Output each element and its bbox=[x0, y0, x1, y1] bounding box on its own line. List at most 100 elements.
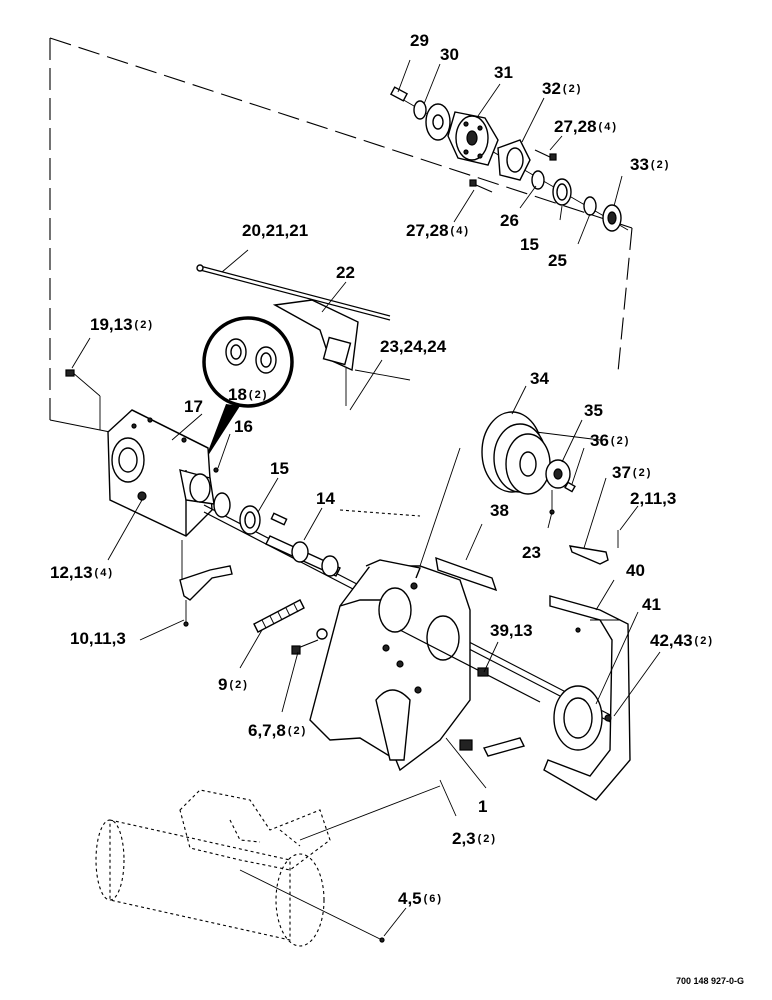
coupling-assembly bbox=[389, 86, 629, 232]
callout-15-top: 15 bbox=[520, 236, 539, 253]
callout-25: 25 bbox=[548, 252, 567, 269]
leader-lines bbox=[71, 59, 661, 937]
callout-15-top-label: 15 bbox=[520, 235, 539, 254]
reel-tube bbox=[95, 785, 441, 947]
callout-39-13: 39,13 bbox=[490, 622, 533, 639]
callout-18: 18(2) bbox=[228, 386, 268, 403]
callout-41: 41 bbox=[642, 596, 661, 613]
callout-35: 35 bbox=[584, 402, 603, 419]
callout-2-3: 2,3(2) bbox=[452, 830, 497, 847]
callout-19-13-qty: (2) bbox=[134, 319, 154, 331]
callout-42-43: 42,43(2) bbox=[650, 632, 714, 649]
bearing-detail-circle bbox=[202, 316, 294, 462]
callout-10-11-3-label: 10,11,3 bbox=[70, 629, 126, 648]
callout-30-label: 30 bbox=[440, 45, 459, 64]
callout-37-qty: (2) bbox=[632, 467, 653, 479]
callout-14: 14 bbox=[316, 490, 335, 507]
lever-arm bbox=[179, 540, 233, 627]
callout-32-label: 32 bbox=[542, 79, 561, 98]
callout-30: 30 bbox=[440, 46, 459, 63]
callout-20-21-21-label: 20,21,21 bbox=[242, 221, 309, 240]
callout-4-5-qty: (6) bbox=[423, 893, 444, 905]
callout-17: 17 bbox=[184, 398, 203, 415]
main-mounting-plate bbox=[309, 509, 471, 772]
callout-23: 23 bbox=[522, 544, 541, 561]
callout-12-13-label: 12,13 bbox=[50, 563, 93, 582]
callout-33-qty: (2) bbox=[650, 159, 671, 171]
callout-27-28-bottom-qty: (4) bbox=[450, 225, 470, 237]
callout-6-7-8-qty: (2) bbox=[287, 725, 308, 737]
callout-19-13: 19,13(2) bbox=[90, 316, 154, 333]
pulley-and-hub bbox=[419, 411, 576, 567]
callout-2-3-qty: (2) bbox=[477, 833, 498, 845]
callout-37: 37(2) bbox=[612, 464, 652, 481]
callout-27-28-top: 27,28(4) bbox=[554, 118, 618, 135]
callout-39-13-label: 39,13 bbox=[490, 621, 533, 640]
callout-6-7-8: 6,7,8(2) bbox=[248, 722, 307, 739]
callout-23-24-24-label: 23,24,24 bbox=[380, 337, 447, 356]
rod-39 bbox=[399, 629, 541, 703]
callout-36-label: 36 bbox=[590, 431, 609, 450]
callout-38-label: 38 bbox=[490, 501, 509, 520]
callout-20-21-21: 20,21,21 bbox=[242, 222, 308, 239]
callout-2-11-3-label: 2,11,3 bbox=[630, 489, 677, 508]
callout-22-label: 22 bbox=[336, 263, 355, 282]
callout-42-43-label: 42,43 bbox=[650, 631, 693, 650]
callout-34-label: 34 bbox=[530, 369, 549, 388]
phantom-lines bbox=[49, 37, 633, 441]
callout-12-13: 12,13(4) bbox=[50, 564, 114, 581]
callout-16: 16 bbox=[234, 418, 253, 435]
callout-26-label: 26 bbox=[500, 211, 519, 230]
callout-9-label: 9 bbox=[218, 675, 228, 694]
shield-40-assembly bbox=[543, 530, 631, 801]
callout-4-5-label: 4,5 bbox=[398, 889, 422, 908]
callout-27-28-top-qty: (4) bbox=[598, 121, 618, 133]
gearbox-housing bbox=[65, 369, 219, 537]
callout-23-24-24: 23,24,24 bbox=[380, 338, 446, 355]
callout-31-label: 31 bbox=[494, 63, 513, 82]
rod-and-shield bbox=[196, 264, 411, 406]
callout-19-13-label: 19,13 bbox=[90, 315, 133, 334]
callout-32-qty: (2) bbox=[562, 83, 583, 95]
callout-29: 29 bbox=[410, 32, 429, 49]
callout-10-11-3: 10,11,3 bbox=[70, 630, 126, 647]
callout-40: 40 bbox=[626, 562, 645, 579]
callout-16-label: 16 bbox=[234, 417, 253, 436]
callout-12-13-qty: (4) bbox=[94, 567, 114, 579]
callout-27-28-top-label: 27,28 bbox=[554, 117, 597, 136]
callout-32: 32(2) bbox=[542, 80, 582, 97]
callout-22: 22 bbox=[336, 264, 355, 281]
pin-38 bbox=[435, 556, 498, 592]
callout-41-label: 41 bbox=[642, 595, 661, 614]
callout-18-label: 18 bbox=[228, 385, 247, 404]
callout-23-label: 23 bbox=[522, 543, 541, 562]
callout-36-qty: (2) bbox=[610, 435, 631, 447]
callout-38: 38 bbox=[490, 502, 509, 519]
callout-1-label: 1 bbox=[478, 797, 488, 816]
document-number: 700 148 927-0-G bbox=[676, 976, 745, 986]
callout-33-label: 33 bbox=[630, 155, 649, 174]
callout-18-qty: (2) bbox=[248, 389, 269, 401]
callout-34: 34 bbox=[530, 370, 549, 387]
callout-42-43-qty: (2) bbox=[694, 635, 714, 647]
callout-27-28-bottom-label: 27,28 bbox=[406, 221, 449, 240]
callout-25-label: 25 bbox=[548, 251, 567, 270]
callout-26: 26 bbox=[500, 212, 519, 229]
callout-9-qty: (2) bbox=[229, 679, 249, 691]
callout-6-7-8-label: 6,7,8 bbox=[248, 721, 286, 740]
callout-14-label: 14 bbox=[316, 489, 335, 508]
callout-35-label: 35 bbox=[584, 401, 603, 420]
callout-29-label: 29 bbox=[410, 31, 429, 50]
callout-33: 33(2) bbox=[630, 156, 670, 173]
callout-2-3-label: 2,3 bbox=[452, 829, 476, 848]
callout-2-11-3: 2,11,3 bbox=[630, 490, 676, 507]
callout-9: 9(2) bbox=[218, 676, 249, 693]
callout-27-28-bottom: 27,28(4) bbox=[406, 222, 470, 239]
callout-37-label: 37 bbox=[612, 463, 631, 482]
callout-15-mid: 15 bbox=[270, 460, 289, 477]
callout-4-5: 4,5(6) bbox=[398, 890, 443, 907]
callout-31: 31 bbox=[494, 64, 513, 81]
callout-36: 36(2) bbox=[590, 432, 630, 449]
